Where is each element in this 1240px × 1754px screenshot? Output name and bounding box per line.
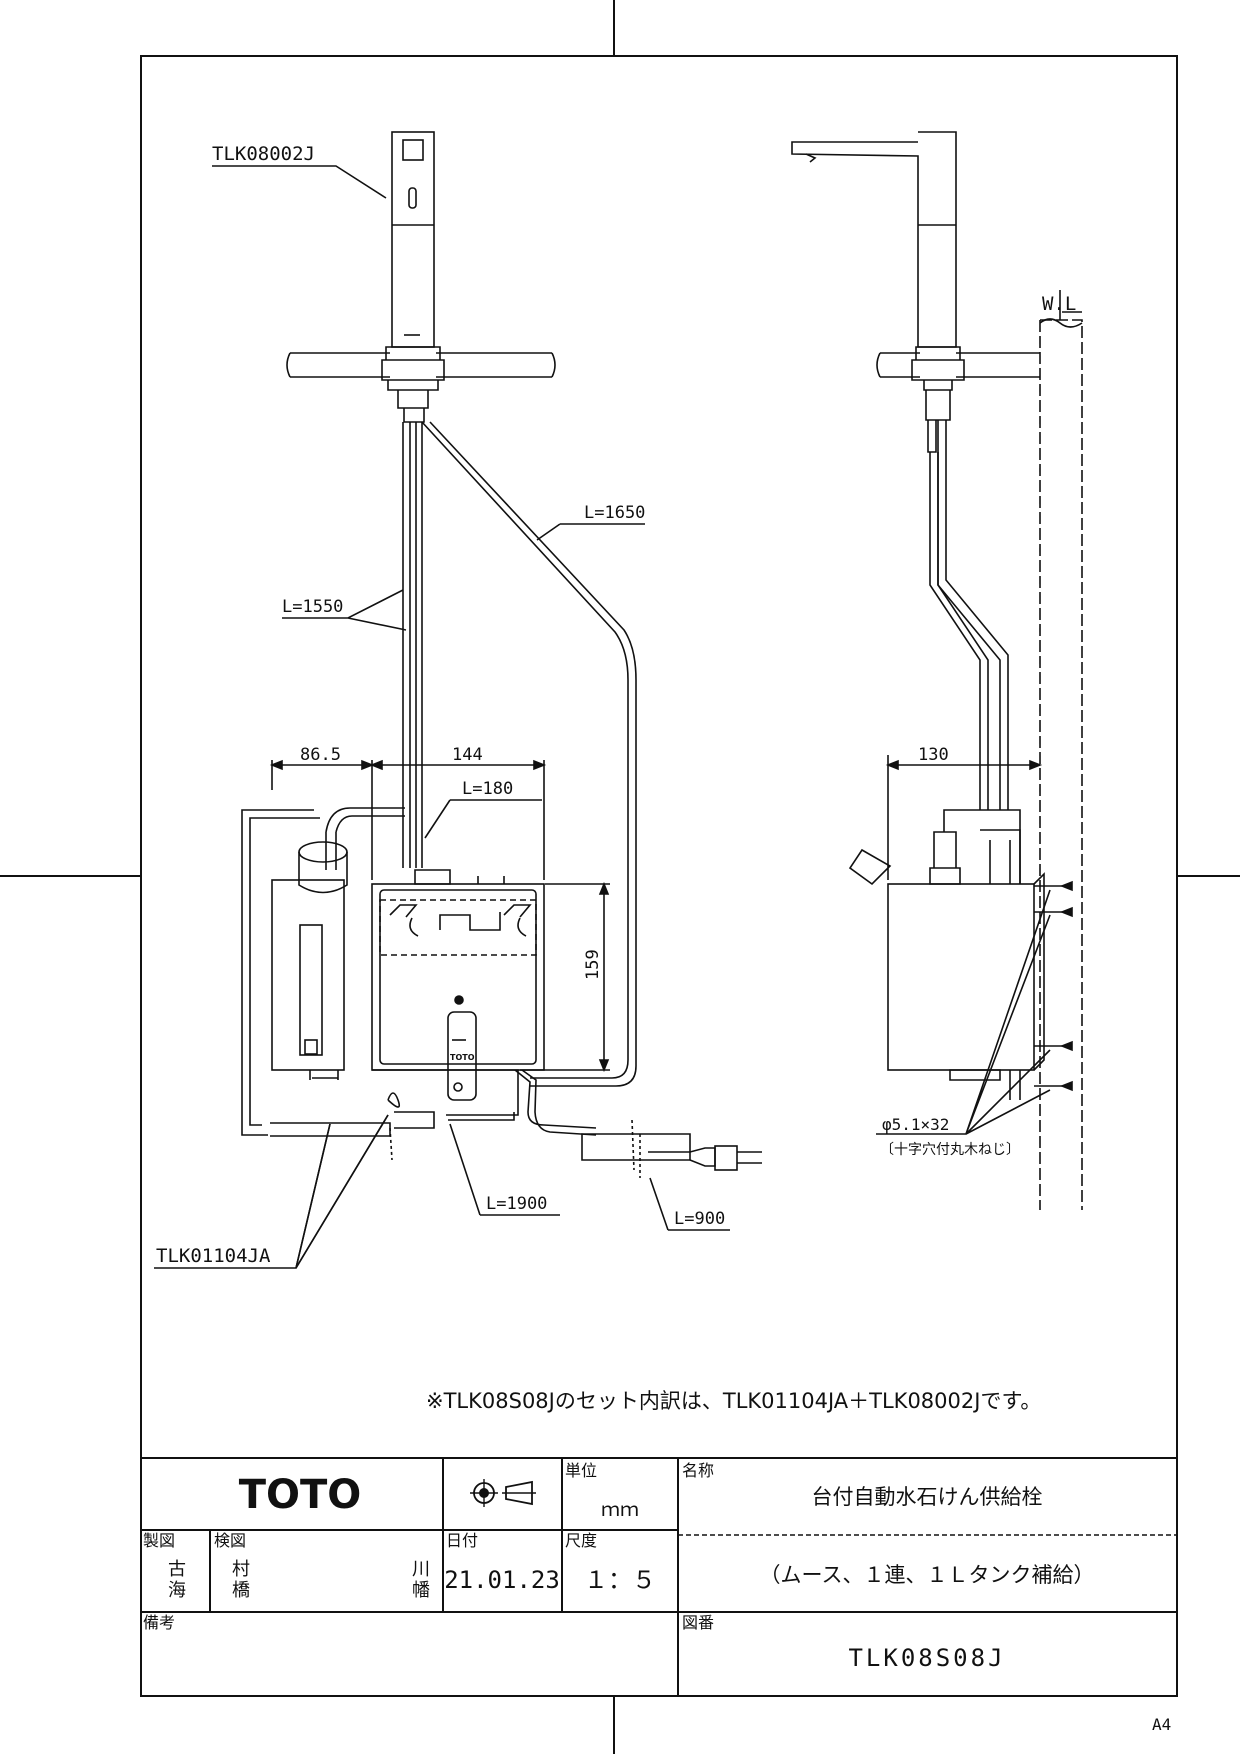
screw-description: 〔十字穴付丸木ねじ〕 bbox=[880, 1142, 1020, 1158]
screw-spec: φ5.1×32 bbox=[882, 1115, 949, 1134]
faucet-body bbox=[391, 131, 435, 348]
drawn-by-1: 古 bbox=[168, 1559, 186, 1580]
drawing-frame bbox=[140, 55, 1178, 1697]
dim-width-left: 86.5 bbox=[300, 745, 341, 765]
side-view bbox=[791, 131, 1083, 1210]
callout-tube-180: L=180 bbox=[462, 779, 513, 799]
dim-width-right: 144 bbox=[452, 745, 483, 765]
unit-value: ｍｍ bbox=[601, 1499, 639, 1521]
checked-by-1a: 村 bbox=[232, 1559, 250, 1580]
dim-depth-side: 130 bbox=[918, 745, 949, 765]
callout-tube-1550: L=1550 bbox=[282, 597, 343, 617]
drawn-by-2: 海 bbox=[168, 1580, 186, 1601]
sensor-window bbox=[402, 139, 424, 161]
date-label: 日付 bbox=[446, 1531, 478, 1550]
paper-size: A4 bbox=[1152, 1715, 1171, 1734]
soap-tank bbox=[371, 883, 545, 1071]
callout-cord-900: L=900 bbox=[674, 1209, 725, 1229]
callout-tube-1650: L=1650 bbox=[584, 503, 645, 523]
remarks-label: 備考 bbox=[143, 1613, 175, 1632]
checked-label: 検図 bbox=[214, 1531, 246, 1550]
drawing-number: TLK08S08J bbox=[848, 1644, 1005, 1672]
callout-tank-model: TLK01104JA bbox=[156, 1245, 271, 1267]
checked-by-2a: 川 bbox=[412, 1559, 430, 1580]
drawing-no-label: 図番 bbox=[682, 1613, 714, 1632]
toto-logo: TOTO bbox=[239, 1472, 362, 1518]
date-value: 21.01.23 bbox=[444, 1566, 560, 1594]
checked-by-2b: 幡 bbox=[412, 1580, 430, 1601]
front-view bbox=[154, 131, 762, 1269]
callout-faucet-model: TLK08002J bbox=[212, 143, 315, 165]
side-soap-tank bbox=[887, 883, 1035, 1071]
scale-label: 尺度 bbox=[565, 1531, 597, 1550]
name-label: 名称 bbox=[682, 1461, 714, 1480]
dim-height-box: 159 bbox=[583, 949, 603, 980]
product-name: 台付自動水石けん供給栓 bbox=[812, 1485, 1043, 1509]
refill-tank bbox=[271, 879, 345, 1071]
checked-by-1b: 橋 bbox=[232, 1580, 250, 1601]
set-contents-note: ※TLK08S08Jのセット内訳は、TLK01104JA＋TLK08002Jです… bbox=[426, 1389, 1041, 1413]
product-subtitle: （ムース、１連、１Ｌタンク補給） bbox=[760, 1563, 1095, 1587]
drawn-label: 製図 bbox=[143, 1531, 175, 1550]
callout-tube-1900: L=1900 bbox=[486, 1194, 547, 1214]
title-block bbox=[140, 1457, 1178, 1697]
wall-line-label: W.L bbox=[1042, 293, 1076, 315]
tank-brand-label: TOTO bbox=[450, 1053, 475, 1062]
unit-label: 単位 bbox=[565, 1461, 597, 1480]
scale-value: １：５ bbox=[584, 1566, 656, 1594]
